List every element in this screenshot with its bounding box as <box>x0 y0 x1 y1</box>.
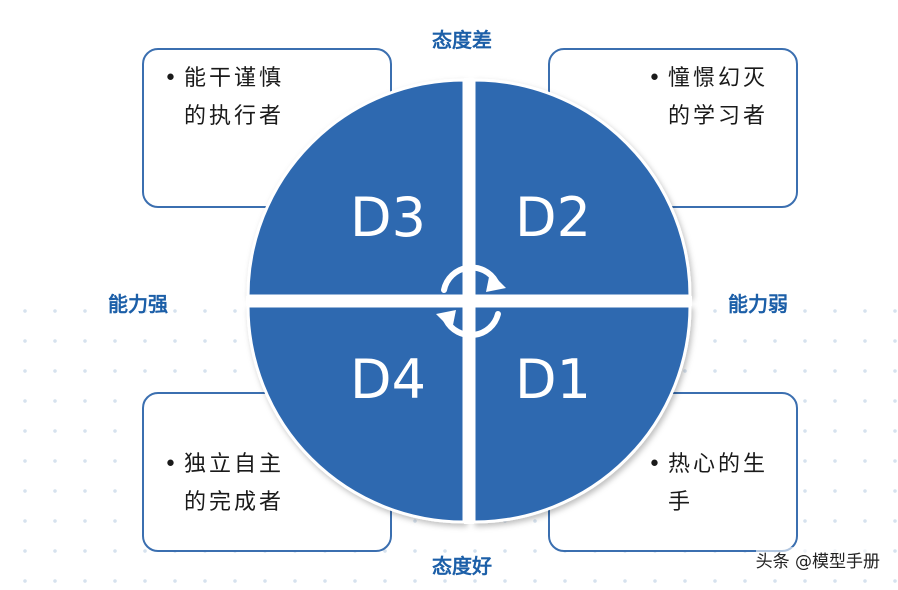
label-d1: D1 <box>515 348 591 411</box>
watermark: 头条 @模型手册 <box>755 547 880 572</box>
axis-bottom-label: 态度好 <box>432 554 492 578</box>
quadrant-d2 <box>472 78 692 298</box>
d2-line2: 的学习者 <box>668 104 769 129</box>
axis-left-label: 能力强 <box>108 292 168 316</box>
d2-line1: 憧憬幻灭 <box>668 66 769 91</box>
quadrant-d4 <box>246 304 466 524</box>
bullet: • <box>164 452 180 477</box>
card-d2-text: • 憧憬幻灭 的学习者 <box>648 60 769 136</box>
label-d4: D4 <box>350 348 426 411</box>
card-d3-text: • 能干谨慎 的执行者 <box>164 60 285 136</box>
label-d2: D2 <box>515 186 591 249</box>
d1-line1: 热心的生 <box>668 452 769 477</box>
d1-line2: 手 <box>668 490 694 515</box>
bullet: • <box>648 66 664 91</box>
d3-line1: 能干谨慎 <box>184 66 285 91</box>
d4-line2: 的完成者 <box>184 490 285 515</box>
quadrant-d3 <box>246 78 466 298</box>
card-d4-text: • 独立自主 的完成者 <box>164 446 285 522</box>
bullet: • <box>648 452 664 477</box>
d4-line1: 独立自主 <box>184 452 285 477</box>
quadrant-d1 <box>472 304 692 524</box>
axis-right-label: 能力弱 <box>728 292 788 316</box>
label-d3: D3 <box>350 186 426 249</box>
axis-top-label: 态度差 <box>432 28 492 52</box>
d3-line2: 的执行者 <box>184 104 285 129</box>
bullet: • <box>164 66 180 91</box>
card-d1-text: • 热心的生 手 <box>648 446 769 522</box>
